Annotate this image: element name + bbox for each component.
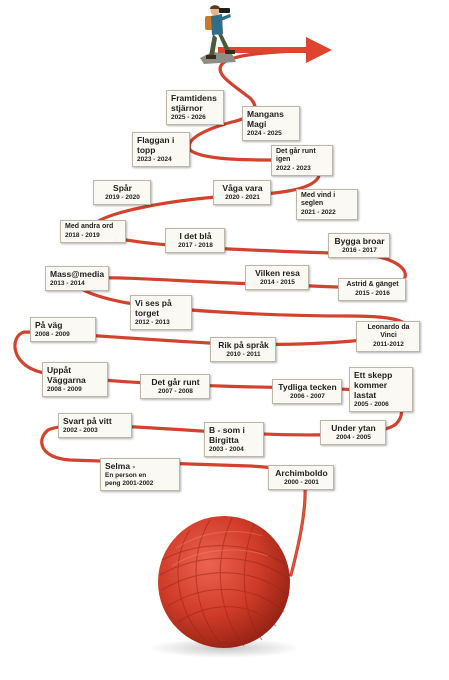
theme-title: Archimboldo (275, 468, 328, 478)
theme-card-svart-pa-vitt: Svart på vitt 2002 - 2003 (58, 413, 132, 438)
yarn-thread-highlight (290, 486, 306, 576)
theme-card-mangans-magi: Mangans Magi 2024 - 2025 (242, 106, 300, 141)
theme-title: Astrid & gänget (346, 281, 399, 288)
theme-years: 2021 - 2022 (301, 209, 336, 216)
yarn-ball-shadow (149, 638, 301, 658)
theme-title: Med vind i seglen (301, 192, 336, 207)
theme-subtitle: En person en peng 2001-2002 (105, 472, 154, 487)
theme-card-med-andra-ord: Med andra ord 2018 - 2019 (60, 220, 126, 243)
yarn-thread (13, 48, 410, 577)
theme-years: 2011-2012 (373, 341, 404, 348)
theme-title: Det går runt igen (276, 148, 316, 163)
theme-years: 2000 - 2001 (284, 479, 319, 486)
theme-card-tydliga-tecken: Tydliga tecken 2006 - 2007 (272, 379, 342, 404)
theme-title: Flaggan i topp (137, 135, 175, 155)
theme-years: 2022 - 2023 (276, 165, 311, 172)
yarn-ball-icon (158, 516, 291, 648)
theme-years: 2025 - 2026 (171, 114, 206, 121)
theme-card-b-som-i-birgitta: B - som i Birgitta 2003 - 2004 (204, 422, 264, 457)
theme-title: Våga vara (222, 183, 263, 193)
theme-title: Vi ses på torget (135, 298, 172, 318)
theme-card-under-ytan: Under ytan 2004 - 2005 (320, 420, 386, 445)
theme-title: Mangans Magi (247, 109, 284, 129)
theme-years: 2024 - 2025 (247, 130, 282, 137)
theme-years: 2020 - 2021 (225, 194, 260, 201)
theme-title: Vilken resa (255, 268, 300, 278)
theme-title: Med andra ord (65, 223, 114, 230)
theme-card-vaga-vara: Våga vara 2020 - 2021 (213, 180, 271, 205)
theme-years: 2015 - 2016 (355, 290, 390, 297)
theme-card-det-gar-runt: Det går runt 2007 - 2008 (140, 374, 210, 399)
theme-card-det-gar-runt-igen: Det går runt igen 2022 - 2023 (271, 145, 333, 176)
theme-title: Svart på vitt (63, 416, 112, 426)
hiker-with-binoculars-icon (200, 5, 236, 64)
theme-years: 2014 - 2015 (260, 279, 295, 286)
theme-title: Spår (113, 183, 132, 193)
theme-title: Tydliga tecken (278, 382, 337, 392)
theme-card-i-det-bla: I det blå 2017 - 2018 (165, 228, 225, 253)
theme-title: Framtidens stjärnor (171, 93, 217, 113)
theme-years: 2005 - 2006 (354, 401, 389, 408)
theme-card-spar: Spår 2019 - 2020 (93, 180, 151, 205)
theme-title: Selma - (105, 461, 136, 471)
theme-card-bygga-broar: Bygga broar 2016 - 2017 (328, 233, 390, 258)
theme-years: 2012 - 2013 (135, 319, 170, 326)
theme-title: Under ytan (331, 423, 376, 433)
theme-card-vilken-resa: Vilken resa 2014 - 2015 (245, 265, 309, 290)
theme-card-archimboldo: Archimboldo 2000 - 2001 (268, 465, 334, 490)
theme-card-selma: Selma - En person en peng 2001-2002 (100, 458, 180, 491)
theme-card-framtidens-stjarnor: Framtidens stjärnor 2025 - 2026 (166, 90, 224, 125)
theme-title: Uppåt Väggarna (47, 365, 86, 385)
theme-card-flaggan-i-topp: Flaggan i topp 2023 - 2024 (132, 132, 190, 167)
theme-years: 2017 - 2018 (178, 242, 213, 249)
theme-years: 2018 - 2019 (65, 232, 100, 239)
theme-years: 2023 - 2024 (137, 156, 172, 163)
theme-years: 2004 - 2005 (336, 434, 371, 441)
theme-years: 2010 - 2011 (226, 351, 261, 358)
arrow-head-icon (306, 37, 332, 63)
theme-card-vi-ses-pa-torget: Vi ses på torget 2012 - 2013 (130, 295, 192, 330)
theme-years: 2006 - 2007 (290, 393, 325, 400)
theme-years: 2016 - 2017 (342, 247, 377, 254)
theme-title: B - som i Birgitta (209, 425, 245, 445)
theme-years: 2013 - 2014 (50, 280, 85, 287)
theme-card-uppat-vaggarna: Uppåt Väggarna 2008 - 2009 (42, 362, 108, 397)
theme-title: Ett skepp kommer lastat (354, 370, 393, 400)
theme-card-leonardo-da-vinci: Leonardo da Vinci 2011-2012 (356, 321, 420, 352)
theme-card-ett-skepp-kommer-lastat: Ett skepp kommer lastat 2005 - 2006 (349, 367, 413, 412)
arrow-shaft (218, 47, 310, 53)
theme-title: Bygga broar (334, 236, 385, 246)
theme-years: 2003 - 2004 (209, 446, 244, 453)
theme-card-mass-media: Mass@media 2013 - 2014 (45, 266, 109, 291)
theme-card-rik-pa-sprak: Rik på språk 2010 - 2011 (210, 337, 276, 362)
theme-title: Rik på språk (218, 340, 269, 350)
theme-years: 2002 - 2003 (63, 427, 98, 434)
theme-card-astrid-ganget: Astrid & gänget 2015 - 2016 (338, 278, 406, 301)
theme-title: På väg (35, 320, 63, 330)
theme-title: Leonardo da Vinci (367, 324, 410, 339)
theme-card-med-vind-i-seglen: Med vind i seglen 2021 - 2022 (296, 189, 358, 220)
theme-title: Det går runt (151, 377, 200, 387)
theme-years: 2007 - 2008 (158, 388, 193, 395)
theme-title: I det blå (179, 231, 212, 241)
theme-years: 2019 - 2020 (105, 194, 140, 201)
theme-title: Mass@media (50, 269, 105, 279)
theme-card-pa-vag: På väg 2008 - 2009 (30, 317, 96, 342)
theme-years: 2008 - 2009 (35, 331, 70, 338)
theme-years: 2008 - 2009 (47, 386, 82, 393)
